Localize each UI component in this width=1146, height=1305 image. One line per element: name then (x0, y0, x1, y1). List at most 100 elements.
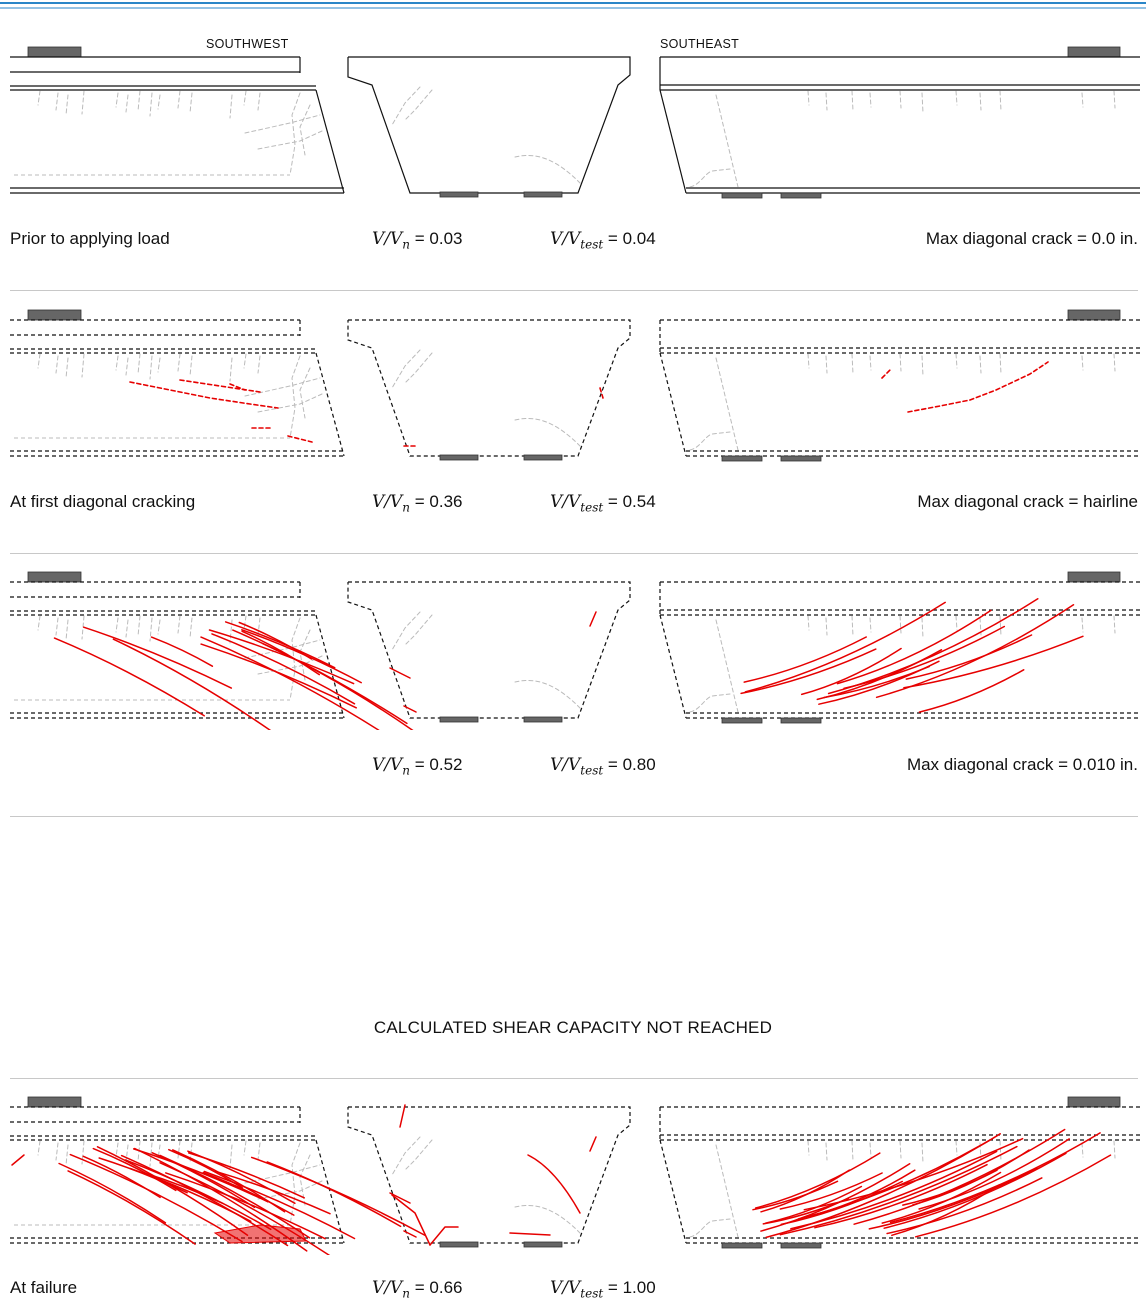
diagonal-crack (743, 636, 867, 683)
old-crack (189, 355, 193, 377)
old-crack (899, 1140, 902, 1159)
old-crack (289, 617, 301, 701)
southwest-label: SOUTHWEST (206, 37, 289, 51)
diagonal-crack (403, 705, 417, 713)
old-crack (955, 1140, 958, 1156)
max-crack-width: Max diagonal crack = 0.0 in. (925, 229, 1138, 248)
diagonal-crack (208, 629, 355, 685)
diagonal-crack (918, 1138, 1070, 1210)
old-crack (229, 357, 233, 382)
old-crack (137, 615, 141, 637)
old-crack (157, 357, 161, 373)
old-crack (157, 1144, 161, 1160)
diagonal-crack (875, 604, 1075, 699)
old-crack (37, 1140, 41, 1156)
girder-cross-section (347, 319, 631, 457)
diagonal-crack (69, 1153, 243, 1243)
divider (10, 1078, 1138, 1079)
old-crack (807, 353, 810, 369)
old-crack (55, 1142, 59, 1161)
stage-panel-3 (0, 570, 1146, 780)
diagonal-crack (238, 621, 313, 660)
old-crack (825, 355, 828, 374)
old-crack (55, 92, 59, 111)
old-crack (115, 617, 119, 633)
old-crack (289, 355, 301, 439)
diagonal-crack (389, 1192, 411, 1204)
bearing-pad (721, 455, 763, 462)
diagonal-crack (202, 1171, 295, 1216)
diagonal-crack (261, 642, 414, 730)
diagonal-crack (129, 381, 279, 409)
old-crack (243, 90, 247, 106)
diagonal-crack (589, 611, 597, 627)
old-crack (514, 155, 581, 184)
diagonal-crack (82, 626, 233, 689)
old-crack (257, 1180, 323, 1200)
diagonal-crack (200, 643, 357, 709)
shear-capacity-note: CALCULATED SHEAR CAPACITY NOT REACHED (373, 1018, 773, 1037)
old-crack (999, 90, 1002, 112)
old-crack (1081, 1142, 1084, 1158)
old-crack (115, 355, 119, 371)
old-crack (189, 92, 193, 114)
old-crack (1081, 92, 1084, 108)
diagonal-crack (112, 638, 272, 730)
old-crack (299, 367, 311, 419)
old-crack (81, 1140, 85, 1165)
bearing-pad (439, 454, 479, 461)
old-crack (403, 89, 433, 122)
bearing-pad (1067, 1096, 1121, 1108)
diagonal-crack (779, 1145, 1018, 1236)
girder-cross-section (347, 581, 631, 719)
old-crack (55, 355, 59, 374)
vn-ratio: V/Vn = 0.03 (372, 229, 463, 252)
old-crack (81, 90, 85, 115)
diagonal-crack (403, 1230, 417, 1238)
old-crack (899, 353, 902, 372)
old-crack (979, 92, 982, 111)
diagonal-crack (132, 1148, 269, 1203)
old-crack (289, 92, 301, 176)
old-crack (257, 617, 261, 636)
diagonal-crack (814, 1163, 988, 1229)
girder-end-slope (659, 352, 687, 457)
old-crack (81, 353, 85, 378)
old-crack (299, 104, 311, 156)
stage-label: At first diagonal cracking (10, 492, 196, 511)
diagonal-crack (868, 1167, 1038, 1230)
diagonal-crack (779, 1172, 883, 1210)
diagonal-crack (589, 1136, 597, 1152)
diagonal-crack (229, 383, 246, 391)
bearing-pad (1067, 46, 1121, 58)
stage-label: Prior to applying load (10, 229, 170, 248)
girder-end-slope (315, 614, 345, 719)
old-crack (851, 353, 854, 375)
divider (10, 290, 1138, 291)
old-crack (689, 431, 731, 451)
old-crack (955, 615, 958, 631)
vtest-ratio: V/Vtest = 1.00 (550, 1278, 656, 1301)
old-crack (807, 1140, 810, 1156)
vtest-ratio: V/Vtest = 0.80 (550, 755, 656, 778)
old-crack (869, 92, 872, 108)
old-crack (403, 614, 433, 647)
old-crack (65, 619, 69, 641)
diagonal-crack (765, 1133, 1001, 1239)
diagonal-crack (67, 1170, 196, 1245)
max-crack-width: Max diagonal crack = hairline (917, 492, 1138, 511)
old-crack (689, 168, 731, 188)
diagonal-crack (391, 1194, 431, 1246)
crack-map-stage-3 (10, 571, 1140, 730)
diagonal-crack (827, 598, 1039, 695)
old-crack (157, 94, 161, 110)
old-crack (125, 619, 129, 638)
girder-cross-section (347, 56, 631, 194)
old-crack (125, 357, 129, 376)
diagonal-crack (214, 1170, 331, 1215)
old-crack (851, 1140, 854, 1162)
stage-label: At failure (10, 1278, 78, 1297)
diagonal-crack (800, 647, 902, 696)
old-crack (65, 1144, 69, 1166)
diagonal-crack (389, 667, 411, 679)
